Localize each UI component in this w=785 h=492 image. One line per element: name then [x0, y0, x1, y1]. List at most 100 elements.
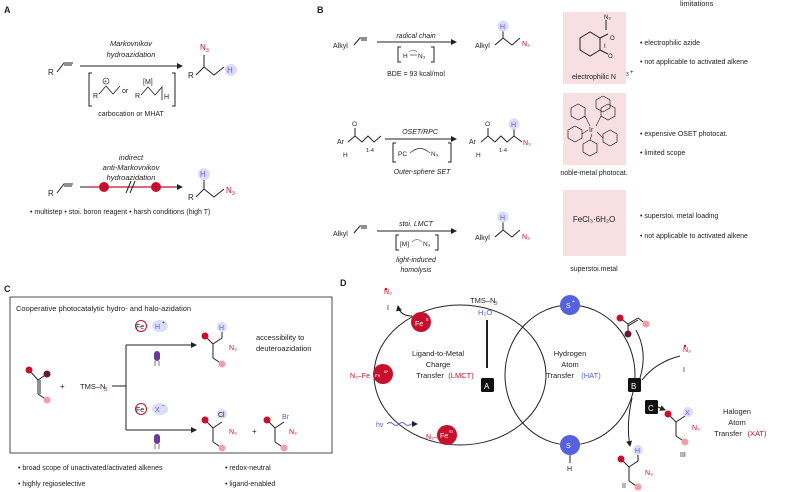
bullet-redox-neutral: • redox-neutral: [225, 465, 271, 472]
hat-text-3: Transfer: [546, 371, 574, 380]
svg-text:R: R: [93, 93, 98, 100]
b-row-1: Alkyl radical chain H N₃ BDE = 93 kcal/m…: [333, 15, 748, 81]
panel-b: B limitations Alkyl radical chain H N₃ B…: [317, 0, 748, 274]
svg-text:II: II: [426, 317, 429, 322]
azidobenziodoxolone-icon: I O O N₃: [579, 15, 615, 60]
fe-iii-node: [437, 425, 457, 445]
svg-text:O: O: [485, 121, 490, 128]
svg-text:Alkyl: Alkyl: [475, 43, 490, 50]
svg-text:+: +: [60, 382, 65, 391]
svg-text:3: 3: [206, 48, 209, 54]
xat-text-3: Transfer: [714, 429, 742, 438]
svg-text:+: +: [252, 427, 257, 436]
svg-text:Fe: Fe: [136, 324, 144, 331]
svg-text:H: H: [476, 152, 481, 159]
svg-text:H: H: [511, 122, 516, 129]
b-row-3: Alkyl stoi. LMCT [M] N₃ light-induced ho…: [333, 211, 748, 274]
lim-1-1: • electrophilic azide: [640, 40, 700, 47]
svg-text:Fe: Fe: [440, 433, 448, 440]
lim-2-2: • limited scope: [640, 150, 685, 157]
svg-text:+: +: [104, 79, 107, 85]
hat-text-2: Atom: [561, 360, 579, 369]
light-bulb-icon-top: [154, 351, 160, 366]
svg-text:R: R: [135, 93, 140, 100]
node-b: [628, 378, 641, 392]
lmct-text-2: Charge: [426, 360, 451, 369]
reagent-box-2: [563, 93, 626, 165]
bullet-broad-scope: • broad scope of unactivated/activated a…: [18, 465, 163, 472]
stoi-lmct-label: stoi. LMCT: [399, 221, 434, 228]
panel-b-letter: B: [317, 5, 324, 15]
svg-text:III*: III*: [384, 370, 389, 374]
svg-text:H: H: [200, 170, 206, 179]
svg-text:N₃: N₃: [692, 425, 700, 432]
alkene-a1: R: [48, 62, 73, 77]
svg-text:Alkyl: Alkyl: [475, 235, 490, 242]
svg-text:or: or: [122, 88, 129, 95]
svg-text:H: H: [164, 94, 169, 101]
svg-text:S: S: [566, 303, 571, 310]
svg-text:N₃: N₃: [384, 289, 392, 296]
svg-text:R: R: [188, 71, 194, 80]
xat-text-2: Atom: [728, 418, 746, 427]
panel-a: A R Markovnikov hydroazidation R + or R …: [4, 5, 237, 216]
iridium-photocatalyst-icon: Ir: [567, 95, 618, 157]
noble-metal-label: noble-metal photocat.: [560, 170, 627, 177]
light-bulb-icon-bottom: [154, 434, 160, 449]
lim-2-1: • expensive OSET photocat.: [640, 131, 728, 138]
svg-text:I: I: [387, 305, 389, 312]
d-substrate-alkene: [616, 314, 650, 338]
svg-text:H: H: [500, 215, 505, 222]
reagent-box-3: [563, 190, 626, 256]
svg-text:C: C: [648, 404, 654, 413]
svg-text:I: I: [683, 367, 685, 374]
n3-fe-excited: N₃–Fe: [350, 373, 370, 380]
anti-hydroazidation-label: hydroazidation: [107, 173, 156, 182]
limitations-header: limitations: [680, 0, 714, 8]
svg-text:B: B: [631, 382, 636, 391]
panel-d: D Fe II N₃–Fe Fe III* N₃– Fe III hv Liga…: [340, 278, 767, 491]
svg-text:3: 3: [232, 191, 235, 197]
bullet-ligand-enabled: • ligand-enabled: [225, 481, 275, 488]
svg-text:Br: Br: [282, 414, 290, 421]
svg-text:H: H: [403, 53, 408, 60]
lmct-abbr: (LMCT): [448, 371, 474, 380]
superstoi-label: superstoi.metal: [570, 266, 618, 273]
svg-text:N₃: N₃: [683, 347, 691, 354]
svg-text:N₃: N₃: [522, 234, 530, 241]
svg-text:N₃–: N₃–: [426, 434, 438, 441]
h2o-label: H₂O: [478, 308, 492, 317]
hat-abbr: (HAT): [581, 371, 601, 380]
svg-text:Ir: Ir: [589, 127, 594, 134]
svg-text:3: 3: [626, 72, 629, 78]
tms-n3-reagent: TMS–N: [80, 382, 105, 391]
tms-n3-label: TMS–N: [470, 296, 495, 305]
b-row-2: Ar H O 1-4 OSET/RPC PC N₃ Outer-sphere S…: [337, 95, 728, 177]
svg-text:S: S: [566, 443, 571, 450]
outer-sphere-label: Outer-sphere SET: [394, 169, 451, 176]
svg-text:H: H: [155, 324, 160, 331]
alkene-a2: R: [48, 183, 73, 198]
lim-3-2: • not applicable to activated alkene: [640, 233, 748, 240]
fecl3-reagent: FeCl₃·6H₂O: [573, 215, 615, 224]
svg-text:+: +: [162, 320, 165, 326]
svg-text:Fe: Fe: [415, 321, 423, 328]
panel-c-box: [9, 296, 333, 454]
svg-text:N₃: N₃: [604, 15, 611, 21]
svg-text:Fe: Fe: [375, 373, 381, 378]
svg-text:X: X: [685, 410, 690, 417]
lim-1-2: • not applicable to activated alkene: [640, 59, 748, 66]
panel-d-letter: D: [340, 278, 347, 288]
svg-text:N₃: N₃: [523, 140, 531, 147]
svg-text:O: O: [608, 54, 613, 60]
oset-label: OSET/RPC: [402, 129, 439, 136]
xat-text-1: Halogen: [723, 407, 751, 416]
svg-text:X: X: [155, 407, 160, 414]
svg-text:O: O: [610, 36, 615, 42]
svg-text:R: R: [48, 68, 54, 77]
deuteroazidation-label: deuteroazidation: [256, 344, 311, 353]
svg-text:N₃: N₃: [289, 429, 297, 436]
svg-text:[M]: [M]: [143, 79, 153, 86]
electrophilic-n3-label: electrophilic N: [572, 74, 616, 81]
accessibility-label: accessibility to: [256, 333, 304, 342]
